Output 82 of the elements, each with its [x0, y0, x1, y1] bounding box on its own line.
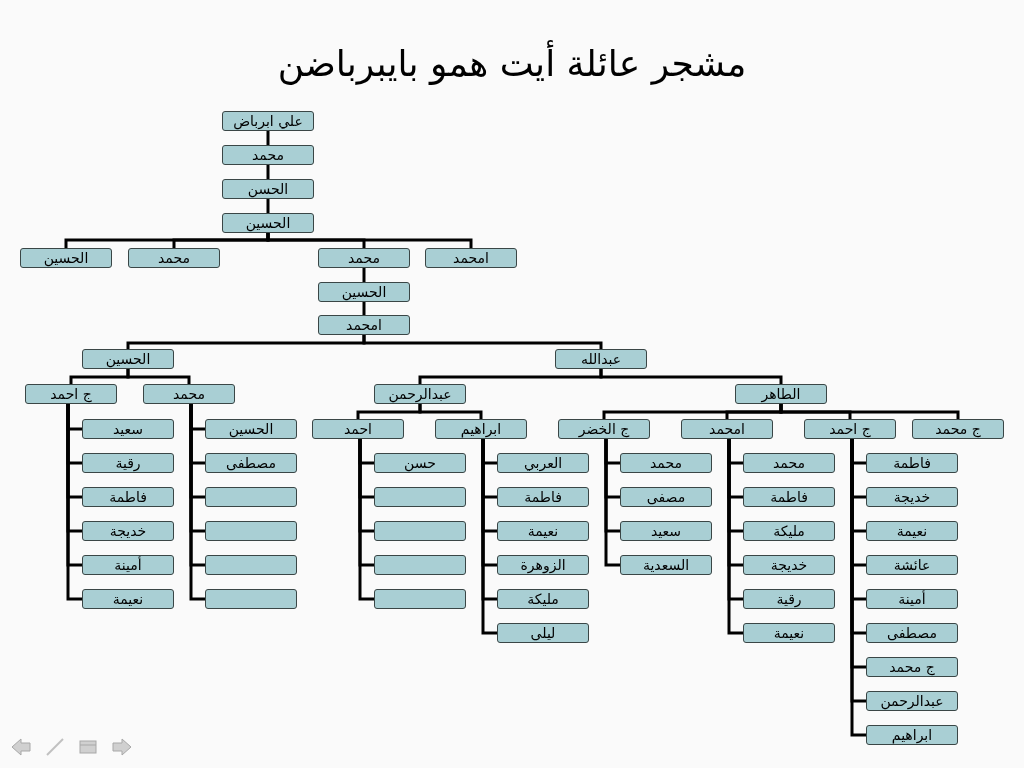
name-box: رقية	[743, 589, 835, 609]
connector-line	[362, 302, 366, 315]
connector-line	[481, 439, 497, 635]
name-box: أمينة	[82, 555, 174, 575]
name-box: حسن	[374, 453, 466, 473]
connector-line	[189, 404, 205, 601]
name-box: محمد	[128, 248, 220, 268]
name-box: احمد	[312, 419, 404, 439]
name-box: مليكة	[497, 589, 589, 609]
connector-line	[266, 165, 270, 179]
name-box: ج الخضر	[558, 419, 650, 439]
empty-box	[205, 487, 297, 507]
name-box: الزوهرة	[497, 555, 589, 575]
empty-box	[374, 589, 466, 609]
name-box: محمد	[222, 145, 314, 165]
name-box: عبدالرحمن	[866, 691, 958, 711]
name-box: فاطمة	[82, 487, 174, 507]
name-box: عبدالله	[555, 349, 647, 369]
name-box: نعيمة	[866, 521, 958, 541]
empty-box	[205, 589, 297, 609]
name-box: امحمد	[425, 248, 517, 268]
name-box: سعيد	[620, 521, 712, 541]
name-box: فاطمة	[497, 487, 589, 507]
empty-box	[205, 521, 297, 541]
name-box: الحسن	[222, 179, 314, 199]
connector-line	[266, 131, 270, 145]
empty-box	[374, 487, 466, 507]
name-box: أمينة	[866, 589, 958, 609]
connector-line	[362, 335, 603, 349]
empty-box	[374, 555, 466, 575]
title: مشجر عائلة أيت همو بايبرباضن	[277, 40, 747, 88]
name-box: محمد	[143, 384, 235, 404]
name-box: خديجة	[743, 555, 835, 575]
name-box: مصفى	[620, 487, 712, 507]
name-box: مصطفى	[205, 453, 297, 473]
name-box: فاطمة	[743, 487, 835, 507]
name-box: ابراهيم	[435, 419, 527, 439]
name-box: امحمد	[318, 315, 410, 335]
connector-line	[599, 369, 783, 384]
connector-line	[604, 439, 620, 567]
name-box: محمد	[743, 453, 835, 473]
name-box: محمد	[318, 248, 410, 268]
name-box: الحسين	[318, 282, 410, 302]
name-box: امحمد	[681, 419, 773, 439]
name-box: رقية	[82, 453, 174, 473]
name-box: ليلى	[497, 623, 589, 643]
name-box: الحسين	[205, 419, 297, 439]
empty-box	[205, 555, 297, 575]
connector-line	[266, 199, 270, 213]
name-box: محمد	[620, 453, 712, 473]
connector-line	[727, 439, 743, 635]
name-box: عبدالرحمن	[374, 384, 466, 404]
name-box: خديجة	[866, 487, 958, 507]
name-box: نعيمة	[743, 623, 835, 643]
name-box: مصطفى	[866, 623, 958, 643]
empty-box	[374, 521, 466, 541]
connector-line	[418, 404, 483, 419]
name-box: ابراهيم	[866, 725, 958, 745]
name-box: ج محمد	[912, 419, 1004, 439]
name-box: الحسين	[222, 213, 314, 233]
name-box: نعيمة	[497, 521, 589, 541]
connector-line	[126, 369, 191, 384]
name-box: ج احمد	[804, 419, 896, 439]
name-box: عائشة	[866, 555, 958, 575]
connector-line	[66, 404, 82, 601]
name-box: نعيمة	[82, 589, 174, 609]
name-box: الحسين	[82, 349, 174, 369]
name-box: ج احمد	[25, 384, 117, 404]
connector-line	[362, 268, 366, 282]
name-box: سعيد	[82, 419, 174, 439]
name-box: السعدية	[620, 555, 712, 575]
name-box: العربي	[497, 453, 589, 473]
name-box: علي ابرباض	[222, 111, 314, 131]
name-box: ج محمد	[866, 657, 958, 677]
name-box: الحسين	[20, 248, 112, 268]
connector-line	[358, 439, 374, 601]
name-box: الطاهر	[735, 384, 827, 404]
connector-line	[266, 233, 473, 248]
name-box: خديجة	[82, 521, 174, 541]
name-box: فاطمة	[866, 453, 958, 473]
connector-line	[779, 404, 960, 419]
name-box: مليكة	[743, 521, 835, 541]
